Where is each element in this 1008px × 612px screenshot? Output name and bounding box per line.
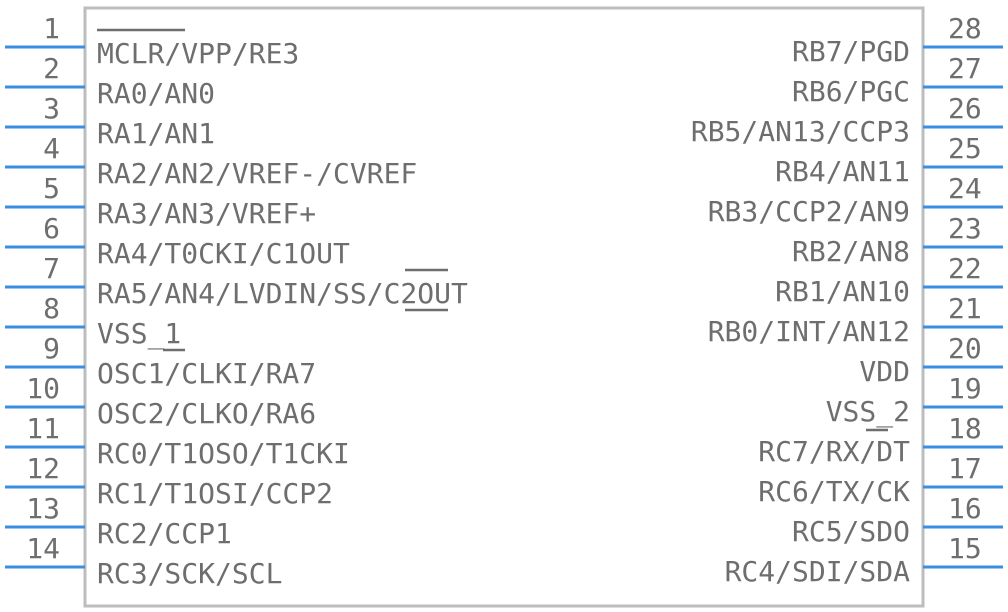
pin-5-label: RA3/AN3/VREF+	[97, 197, 316, 230]
pin-23-label: RB2/AN8	[792, 235, 910, 268]
pin-10-number: 10	[26, 372, 60, 405]
pin-28-number: 28	[948, 12, 982, 45]
pin-23-number: 23	[948, 212, 982, 245]
pin-10-label: OSC2/CLKO/RA6	[97, 397, 316, 430]
right-pin-group: 28RB7/PGD27RB6/PGC26RB5/AN13/CCP325RB4/A…	[691, 12, 1003, 588]
pin-27-label: RB6/PGC	[792, 75, 910, 108]
pin-20-label: VDD	[859, 355, 910, 388]
pin-25-label: RB4/AN11	[775, 155, 910, 188]
left-pin-group: 1MCLR/VPP/RE32RA0/AN03RA1/AN14RA2/AN2/VR…	[5, 12, 468, 590]
pin-24-label: RB3/CCP2/AN9	[708, 195, 910, 228]
pin-3-label: RA1/AN1	[97, 117, 215, 150]
pin-9-number: 9	[43, 332, 60, 365]
pin-24-number: 24	[948, 172, 982, 205]
pin-22-number: 22	[948, 252, 982, 285]
pin-7-label: RA5/AN4/LVDIN/SS/C2OUT	[97, 277, 468, 310]
pin-6-number: 6	[43, 212, 60, 245]
pin-17-label: RC6/TX/CK	[758, 475, 910, 508]
pin-1-number: 1	[43, 12, 60, 45]
pin-18-label: RC7/RX/DT	[758, 435, 910, 468]
pin-15-number: 15	[948, 532, 982, 565]
pin-9-label: OSC1/CLKI/RA7	[97, 357, 316, 390]
pin-18-number: 18	[948, 412, 982, 445]
pin-26-number: 26	[948, 92, 982, 125]
pin-14-label: RC3/SCK/SCL	[97, 557, 282, 590]
pin-19-label: VSS_2	[826, 395, 910, 429]
pin-8-label: VSS_1	[97, 317, 181, 351]
pin-21-number: 21	[948, 292, 982, 325]
pin-17-number: 17	[948, 452, 982, 485]
pin-28-label: RB7/PGD	[792, 35, 910, 68]
pin-15-label: RC4/SDI/SDA	[725, 555, 911, 588]
pin-16-label: RC5/SDO	[792, 515, 910, 548]
pin-13-label: RC2/CCP1	[97, 517, 232, 550]
pin-6-label: RA4/T0CKI/C1OUT	[97, 237, 350, 270]
pin-11-label: RC0/T1OSO/T1CKI	[97, 437, 350, 470]
ic-body-outline	[83, 6, 925, 608]
pin-22-label: RB1/AN10	[775, 275, 910, 308]
pin-7-number: 7	[43, 252, 60, 285]
pin-4-label: RA2/AN2/VREF-/CVREF	[97, 157, 417, 190]
pin-1-label: MCLR/VPP/RE3	[97, 37, 299, 70]
pin-26-label: RB5/AN13/CCP3	[691, 115, 910, 148]
pin-5-number: 5	[43, 172, 60, 205]
pin-16-number: 16	[948, 492, 982, 525]
pin-21-label: RB0/INT/AN12	[708, 315, 910, 348]
pin-8-number: 8	[43, 292, 60, 325]
pin-12-label: RC1/T1OSI/CCP2	[97, 477, 333, 510]
pin-12-number: 12	[26, 452, 60, 485]
pin-13-number: 13	[26, 492, 60, 525]
pin-19-number: 19	[948, 372, 982, 405]
pin-20-number: 20	[948, 332, 982, 365]
pin-2-number: 2	[43, 52, 60, 85]
pin-25-number: 25	[948, 132, 982, 165]
pin-14-number: 14	[26, 532, 60, 565]
pin-3-number: 3	[43, 92, 60, 125]
pin-11-number: 11	[26, 412, 60, 445]
pin-27-number: 27	[948, 52, 982, 85]
pin-4-number: 4	[43, 132, 60, 165]
pin-2-label: RA0/AN0	[97, 77, 215, 110]
